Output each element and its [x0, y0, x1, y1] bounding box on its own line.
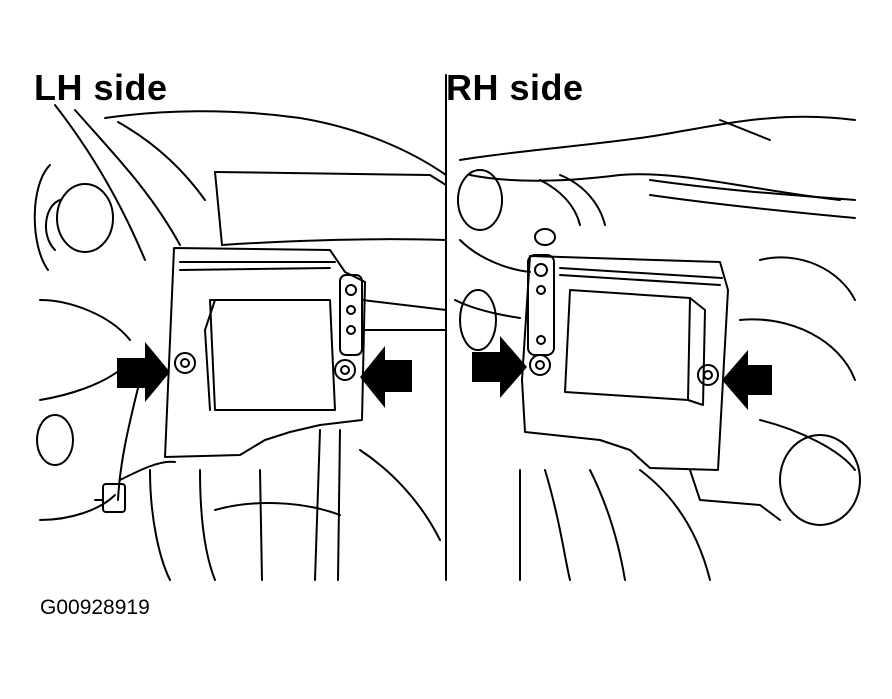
arrow-icon — [117, 342, 170, 402]
lh-panel-artwork — [33, 104, 447, 581]
arrow-icon — [472, 336, 527, 398]
bolt-icon — [174, 352, 196, 374]
rh-panel-artwork — [454, 115, 861, 581]
rh-side-label: RH side — [446, 67, 584, 108]
lh-side-label: LH side — [34, 67, 168, 108]
bolt-icon — [529, 354, 551, 376]
arrow-icon — [722, 350, 772, 410]
figure-id: G00928919 — [40, 596, 150, 619]
arrow-icon — [360, 346, 412, 408]
bolt-icon — [334, 359, 356, 381]
bolt-icon — [697, 364, 719, 386]
